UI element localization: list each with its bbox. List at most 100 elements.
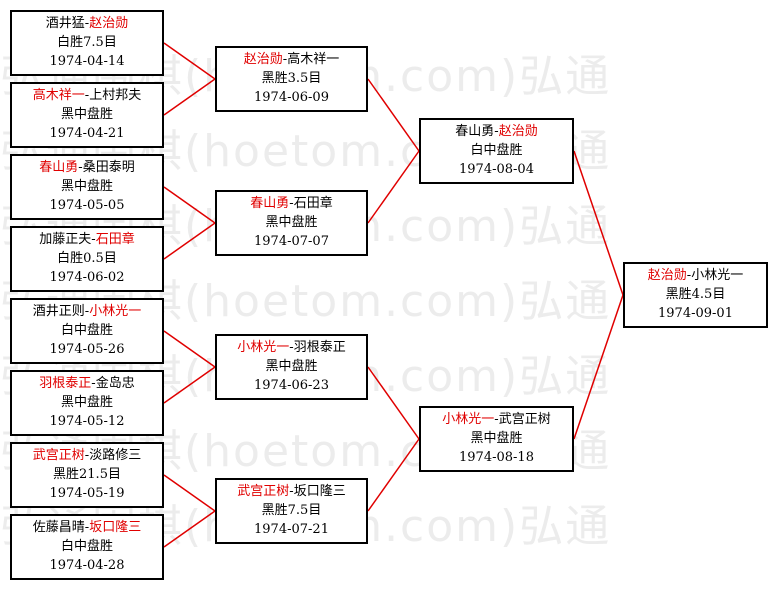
vs-dash: -	[84, 520, 90, 535]
match-players: 小林光一-羽根泰正	[217, 338, 366, 357]
vs-dash: -	[282, 52, 288, 67]
player-white: 小林光一	[691, 268, 744, 283]
player-white: 羽根泰正	[293, 340, 346, 355]
vs-dash: -	[289, 484, 294, 499]
vs-dash: -	[289, 196, 294, 211]
match-result: 黑中盘胜	[265, 215, 318, 230]
connector-line	[367, 366, 420, 440]
match-box: 高木祥一-上村邦夫黑中盘胜 1974-04-21	[10, 82, 164, 148]
match-players: 春山勇-石田章	[217, 194, 366, 213]
vs-dash: -	[84, 304, 90, 319]
vs-dash: -	[84, 16, 90, 31]
match-players: 武宫正树-坂口隆三	[217, 482, 366, 501]
match-players: 加藤正夫-石田章	[12, 230, 162, 249]
player-black: 春山勇	[455, 124, 495, 139]
match-date: 1974-05-19	[49, 486, 125, 501]
match-players: 羽根泰正-金岛忠	[12, 374, 162, 393]
match-date: 1974-09-01	[658, 306, 733, 321]
match-players: 赵治勋-高木祥一	[217, 50, 366, 69]
match-date: 1974-05-05	[49, 198, 125, 213]
connector-line	[367, 78, 420, 152]
match-date: 1974-06-23	[254, 378, 329, 393]
vs-dash: -	[84, 448, 90, 463]
player-black: 高木祥一	[32, 88, 85, 103]
player-white: 淡路修三	[89, 448, 142, 463]
match-result: 黑胜4.5目	[665, 287, 726, 302]
match-box: 酒井正则-小林光一白中盘胜 1974-05-26	[10, 298, 164, 364]
match-players: 高木祥一-上村邦夫	[12, 86, 162, 105]
vs-dash: -	[289, 340, 294, 355]
player-white: 赵治勋	[498, 124, 538, 139]
match-date: 1974-04-28	[49, 558, 125, 573]
player-white: 石田章	[95, 232, 135, 247]
match-result: 白中盘胜	[470, 143, 523, 158]
player-black: 武宫正树	[237, 484, 290, 499]
connector-line	[163, 222, 216, 260]
vs-dash: -	[686, 268, 692, 283]
match-players: 佐藤昌晴-坂口隆三	[12, 518, 162, 537]
match-box: 赵治勋-小林光一黑胜4.5目 1974-09-01	[623, 262, 768, 328]
player-white: 武宫正树	[498, 412, 551, 427]
player-black: 赵治勋	[647, 268, 687, 283]
match-result: 黑中盘胜	[60, 179, 113, 194]
connector-line	[163, 186, 216, 224]
match-result: 黑胜7.5目	[261, 503, 322, 518]
player-black: 佐藤昌晴	[32, 520, 85, 535]
connector-line	[163, 510, 216, 548]
match-date: 1974-05-12	[49, 414, 125, 429]
player-black: 春山勇	[39, 160, 79, 175]
vs-dash: -	[494, 412, 499, 427]
player-white: 金岛忠	[95, 376, 135, 391]
match-result: 白中盘胜	[60, 539, 113, 554]
match-players: 春山勇-桑田泰明	[12, 158, 162, 177]
match-players: 武宫正树-淡路修三	[12, 446, 162, 465]
match-players: 赵治勋-小林光一	[625, 266, 766, 285]
player-white: 高木祥一	[287, 52, 340, 67]
player-white: 桑田泰明	[82, 160, 135, 175]
player-white: 石田章	[293, 196, 333, 211]
match-result: 黑中盘胜	[60, 107, 113, 122]
match-players: 酒井猛-赵治勋	[12, 14, 162, 33]
vs-dash: -	[78, 160, 83, 175]
match-players: 小林光一-武宫正树	[421, 410, 572, 429]
match-players: 酒井正则-小林光一	[12, 302, 162, 321]
player-white: 坂口隆三	[89, 520, 142, 535]
vs-dash: -	[91, 376, 96, 391]
connector-line	[163, 474, 216, 512]
connector-line	[573, 150, 624, 296]
match-box: 武宫正树-淡路修三黑胜21.5目 1974-05-19	[10, 442, 164, 508]
match-date: 1974-05-26	[49, 342, 125, 357]
match-result: 白胜7.5目	[57, 35, 117, 50]
match-date: 1974-04-21	[49, 126, 125, 141]
connector-line	[367, 438, 420, 512]
player-black: 武宫正树	[32, 448, 85, 463]
match-result: 白中盘胜	[60, 323, 113, 338]
match-box: 酒井猛-赵治勋白胜7.5目 1974-04-14	[10, 10, 164, 76]
player-black: 羽根泰正	[39, 376, 92, 391]
player-white: 上村邦夫	[89, 88, 142, 103]
player-black: 小林光一	[237, 340, 290, 355]
match-box: 佐藤昌晴-坂口隆三白中盘胜 1974-04-28	[10, 514, 164, 580]
connector-line	[573, 294, 624, 440]
match-date: 1974-06-09	[254, 90, 329, 105]
player-black: 春山勇	[250, 196, 290, 211]
player-black: 小林光一	[442, 412, 495, 427]
vs-dash: -	[84, 88, 90, 103]
match-date: 1974-04-14	[49, 54, 125, 69]
player-white: 赵治勋	[89, 16, 129, 31]
player-white: 坂口隆三	[293, 484, 346, 499]
connector-line	[163, 42, 216, 80]
connector-line	[367, 150, 420, 224]
match-date: 1974-08-04	[459, 162, 534, 177]
match-result: 黑胜21.5目	[53, 467, 121, 482]
match-result: 黑中盘胜	[60, 395, 113, 410]
player-black: 酒井猛	[45, 16, 85, 31]
match-box: 羽根泰正-金岛忠黑中盘胜 1974-05-12	[10, 370, 164, 436]
